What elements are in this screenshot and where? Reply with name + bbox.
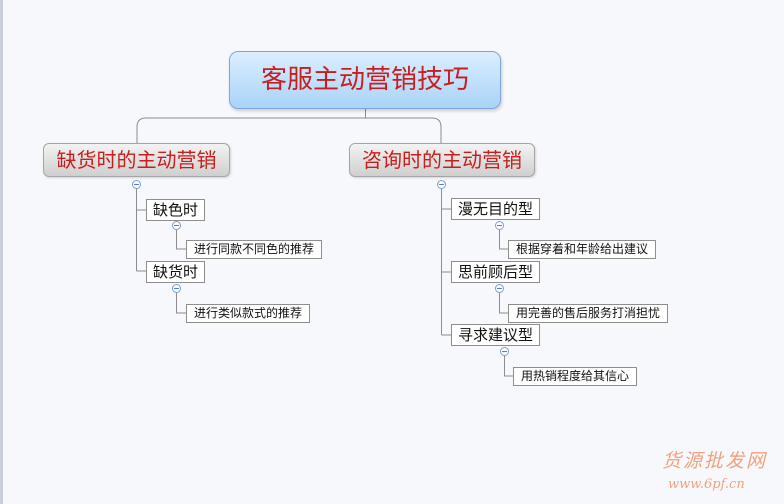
subtopic-seeking-advice[interactable]: 寻求建议型 [451,324,541,346]
subtopic-aimless[interactable]: 漫无目的型 [451,198,541,220]
window-left-border [0,0,3,504]
connector-sub-5-leaf [504,356,513,377]
connector-sub-4-leaf [499,293,508,314]
collapse-toggle-icon[interactable] [132,180,141,189]
subtopic-goods-out[interactable]: 缺货时 [146,261,206,283]
connector-sub-1-leaf [176,230,186,250]
collapse-toggle-icon[interactable] [495,221,504,230]
leaf-topic[interactable]: 用完善的售后服务打消担忧 [508,304,669,323]
connector-root-branch-2 [365,117,442,143]
connector-root-branch-1 [136,109,366,143]
watermark-title: 货源批发网 [662,450,768,472]
connector-sub-2-leaf [176,293,186,314]
collapse-toggle-icon[interactable] [495,284,504,293]
leaf-topic[interactable]: 进行同款不同色的推荐 [186,240,323,259]
subtopic-hesitant[interactable]: 思前顾后型 [451,261,541,283]
root-topic[interactable]: 客服主动营销技巧 [229,51,501,109]
collapse-toggle-icon[interactable] [437,180,446,189]
subtopic-color-out[interactable]: 缺色时 [146,199,206,221]
branch-topic-stockout[interactable]: 缺货时的主动营销 [43,143,230,177]
leaf-topic[interactable]: 根据穿着和年龄给出建议 [508,240,657,259]
branch-topic-inquiry[interactable]: 咨询时的主动营销 [349,143,535,177]
connector-sub-3-leaf [499,230,508,250]
collapse-toggle-icon[interactable] [172,221,181,230]
watermark-url: www.6pf.cn [668,477,745,492]
leaf-topic[interactable]: 进行类似款式的推荐 [186,304,311,323]
watermark: 货源批发网 www.6pf.cn [662,446,780,492]
leaf-topic[interactable]: 用热销程度给其信心 [513,367,638,386]
collapse-toggle-icon[interactable] [172,284,181,293]
collapse-toggle-icon[interactable] [500,347,509,356]
